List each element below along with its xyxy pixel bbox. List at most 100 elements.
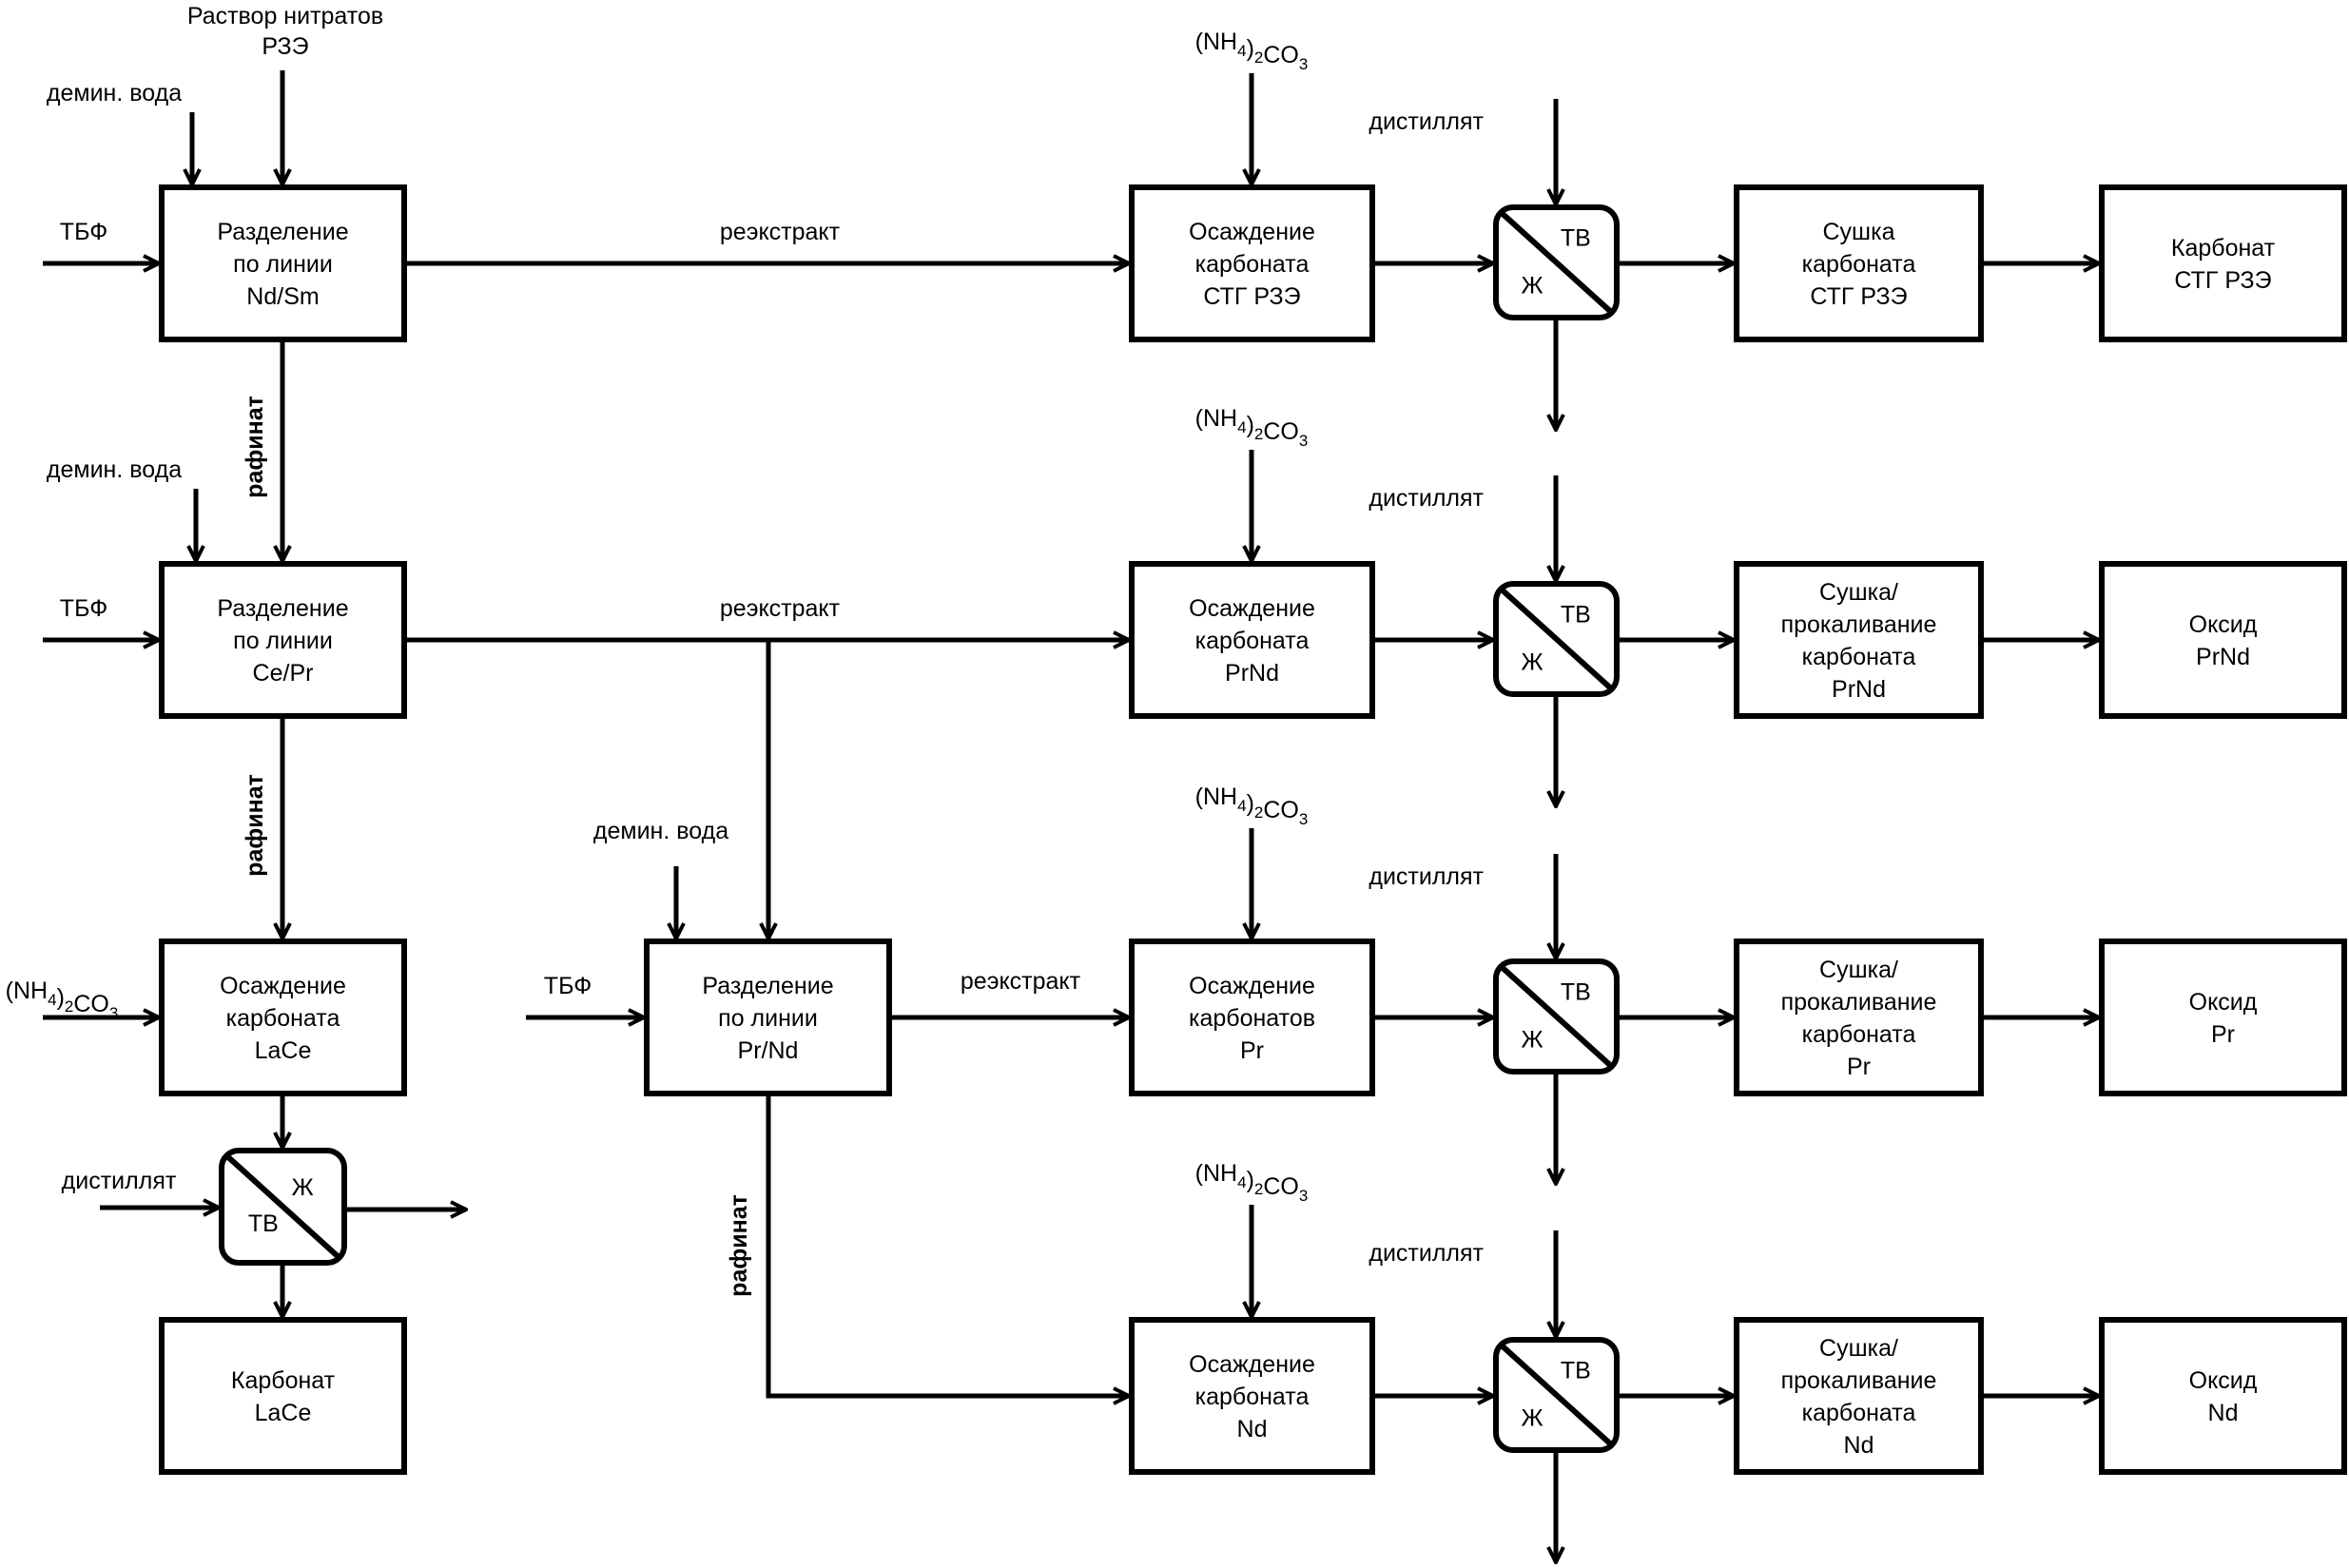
strip-label-1: реэкстракт [720, 219, 841, 245]
filter-prnd-solid-label: ТВ [1561, 602, 1591, 629]
filter-stg-membrane [1499, 210, 1614, 315]
demin-water-label-2: демин. вода [47, 456, 182, 483]
separation-ce-pr-box [159, 561, 407, 719]
precipitation-stg-label: Осаждение [1189, 219, 1315, 245]
precipitation-lace-label: LaCe [255, 1037, 312, 1064]
product-carbonate-lace-box [159, 1317, 407, 1475]
drying-nd-box [1734, 1317, 1984, 1475]
drying-pr-box [1734, 939, 1984, 1096]
product-prnd-label: PrNd [2196, 644, 2250, 670]
demin-water-label-1: демин. вода [47, 80, 182, 106]
precipitation-nd-box [1129, 1317, 1375, 1475]
ammonium-carbonate-label-stg: (NH4)2CO3 [1195, 29, 1309, 73]
precipitation-lace-box [159, 939, 407, 1096]
precipitation-lace-label: карбоната [226, 1005, 340, 1032]
drying-prnd-label: карбоната [1802, 644, 1916, 670]
separation-nd-sm-label: Nd/Sm [246, 283, 319, 310]
tbp-label-2: ТБФ [60, 595, 107, 622]
demin-water-label-3: демин. вода [593, 818, 728, 844]
precipitation-pr-label: карбонатов [1189, 1005, 1315, 1032]
separation-nd-sm-box [159, 184, 407, 342]
product-nd-label: Nd [2208, 1400, 2239, 1426]
product-prnd-box [2099, 561, 2347, 719]
drying-prnd-label: PrNd [1832, 676, 1886, 703]
filter-stg-solid-label: ТВ [1561, 225, 1591, 252]
drying-nd-label: Nd [1844, 1432, 1874, 1459]
product-carbonate-lace-label: LaCe [255, 1400, 312, 1426]
precipitation-stg-label: СТГ РЗЭ [1203, 283, 1300, 310]
drying-nd-label: карбоната [1802, 1400, 1916, 1426]
product-carbonate-lace-label: Карбонат [231, 1367, 336, 1394]
drying-stg-label: карбоната [1802, 251, 1916, 278]
tbp-label-3: ТБФ [544, 973, 592, 999]
precipitation-pr-box [1129, 939, 1375, 1096]
filter-stg-liquid-label: Ж [1522, 272, 1543, 299]
feed-label-line2: РЗЭ [262, 33, 308, 60]
raffinate-label-1: рафинат [242, 396, 268, 498]
separation-ce-pr-label: Ce/Pr [253, 660, 314, 687]
drying-prnd-box [1734, 561, 1984, 719]
precipitation-nd-label: Осаждение [1189, 1351, 1315, 1378]
distillate-label-pr: дистиллят [1369, 863, 1484, 890]
precipitation-nd-label: Nd [1237, 1416, 1268, 1442]
separation-pr-nd-box [644, 939, 892, 1096]
precipitation-nd-label: карбоната [1195, 1384, 1310, 1410]
separation-pr-nd-label: Разделение [702, 973, 833, 999]
filter-nd-solid-label: ТВ [1561, 1358, 1591, 1384]
filter-prnd-liquid-label: Ж [1522, 648, 1543, 675]
product-pr-label: Pr [2211, 1021, 2235, 1048]
drying-nd-label: прокаливание [1781, 1367, 1937, 1394]
separation-ce-pr-label: по линии [233, 628, 333, 654]
distillate-label-lace: дистиллят [62, 1168, 177, 1194]
product-pr-label: Оксид [2189, 989, 2258, 1016]
product-stg-box [2099, 184, 2347, 342]
precipitation-prnd-label: PrNd [1225, 660, 1279, 687]
separation-ce-pr-label: Разделение [217, 595, 348, 622]
filter-prnd-membrane [1499, 587, 1614, 691]
separation-pr-nd-label: по линии [718, 1005, 818, 1032]
product-stg-label: Карбонат [2171, 235, 2276, 261]
raffinate-label-3: рафинат [726, 1194, 752, 1297]
filter-nd-liquid-label: Ж [1522, 1404, 1543, 1431]
product-nd-label: Оксид [2189, 1367, 2258, 1394]
filter-lace-liquid-label: Ж [292, 1174, 314, 1201]
drying-pr-label: Pr [1847, 1054, 1871, 1080]
precipitation-pr-label: Pr [1240, 1037, 1264, 1064]
drying-prnd-label: прокаливание [1781, 611, 1937, 638]
raffinate-arrow-3 [766, 1096, 1129, 1396]
feed-label-line1: Раствор нитратов [187, 3, 383, 29]
precipitation-stg-box [1129, 184, 1375, 342]
product-nd-box [2099, 1317, 2347, 1475]
ammonium-carbonate-label-pr: (NH4)2CO3 [1195, 784, 1309, 828]
product-stg-label: СТГ РЗЭ [2174, 267, 2271, 294]
precipitation-pr-label: Осаждение [1189, 973, 1315, 999]
filter-lace-solid-label: ТВ [248, 1210, 279, 1237]
drying-stg-box [1734, 184, 1984, 342]
drying-stg-label: Сушка [1822, 219, 1894, 245]
ammonium-carbonate-label-lace: (NH4)2CO3 [6, 978, 119, 1022]
strip-label-3: реэкстракт [961, 968, 1081, 995]
separation-nd-sm-label: по линии [233, 251, 333, 278]
filter-nd-membrane [1499, 1343, 1614, 1447]
filter-pr-membrane [1499, 964, 1614, 1069]
drying-stg-label: СТГ РЗЭ [1810, 283, 1907, 310]
raffinate-label-2: рафинат [242, 774, 268, 877]
distillate-label-nd: дистиллят [1369, 1240, 1484, 1267]
drying-prnd-label: Сушка/ [1819, 579, 1898, 606]
drying-nd-label: Сушка/ [1819, 1335, 1898, 1362]
ammonium-carbonate-label-nd: (NH4)2CO3 [1195, 1160, 1309, 1205]
filter-pr-solid-label: ТВ [1561, 979, 1591, 1006]
precipitation-stg-label: карбоната [1195, 251, 1310, 278]
drying-pr-label: карбоната [1802, 1021, 1916, 1048]
precipitation-prnd-label: карбоната [1195, 628, 1310, 654]
distillate-label-stg: дистиллят [1369, 108, 1484, 135]
filter-lace-membrane [224, 1153, 341, 1260]
drying-pr-label: Сушка/ [1819, 957, 1898, 983]
tbp-label-1: ТБФ [60, 219, 107, 245]
distillate-label-prnd: дистиллят [1369, 485, 1484, 512]
product-pr-box [2099, 939, 2347, 1096]
drying-pr-label: прокаливание [1781, 989, 1937, 1016]
filter-pr-liquid-label: Ж [1522, 1026, 1543, 1053]
precipitation-lace-label: Осаждение [220, 973, 346, 999]
